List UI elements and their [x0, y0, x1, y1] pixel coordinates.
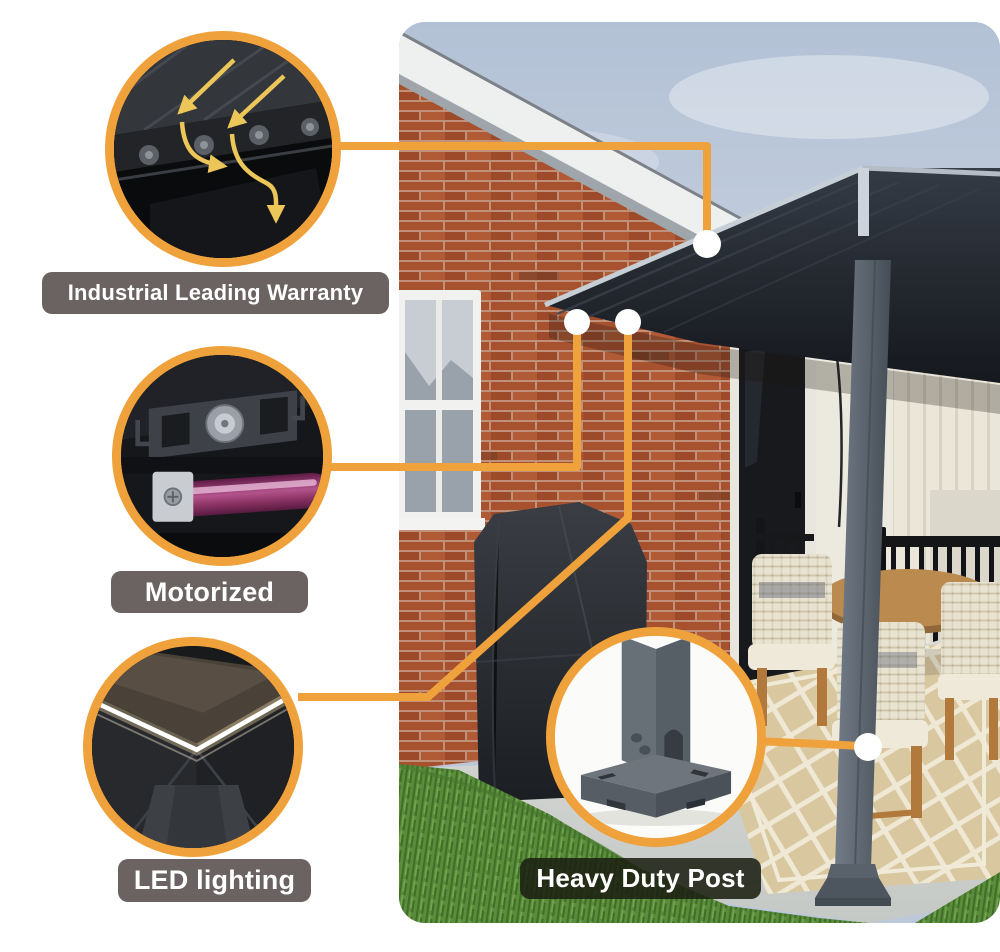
- pergola-canopy: [544, 165, 1000, 414]
- warranty-callout-circle: [105, 31, 341, 267]
- water-flow-arrows: [177, 58, 286, 224]
- wall-wire: [835, 356, 843, 528]
- led-callout-circle: [83, 637, 303, 857]
- roof-bracket-screws: [139, 118, 319, 165]
- motorized-callout-circle: [112, 346, 332, 566]
- house-window: [399, 290, 485, 530]
- base-plate: [580, 754, 732, 818]
- post-callout-circle: [546, 627, 766, 847]
- motorized-label: Motorized: [111, 571, 308, 613]
- motorized-label-text: Motorized: [144, 576, 275, 607]
- lawn-grass: [399, 764, 1000, 923]
- led-corner-strip-icon: [92, 646, 294, 848]
- wicker-chair-right: [938, 582, 1000, 760]
- post-label: Heavy Duty Post: [520, 858, 761, 899]
- led-label: LED lighting: [118, 859, 311, 902]
- post-label-text: Heavy Duty Post: [536, 863, 745, 893]
- canopy-shadow: [549, 314, 1000, 414]
- warranty-label-text: Industrial Leading Warranty: [67, 280, 364, 305]
- motor-knob: [205, 404, 245, 444]
- motor-cylinder: [163, 472, 323, 518]
- post-base-plate-icon: [555, 636, 757, 838]
- warranty-label: Industrial Leading Warranty: [42, 272, 389, 314]
- led-strip: [95, 689, 294, 762]
- led-label-text: LED lighting: [133, 865, 296, 895]
- louver-motor-icon: [121, 355, 323, 557]
- pergola-post: [815, 259, 891, 906]
- wicker-chair-left: [748, 554, 835, 726]
- roof-water-drainage-icon: [114, 40, 332, 258]
